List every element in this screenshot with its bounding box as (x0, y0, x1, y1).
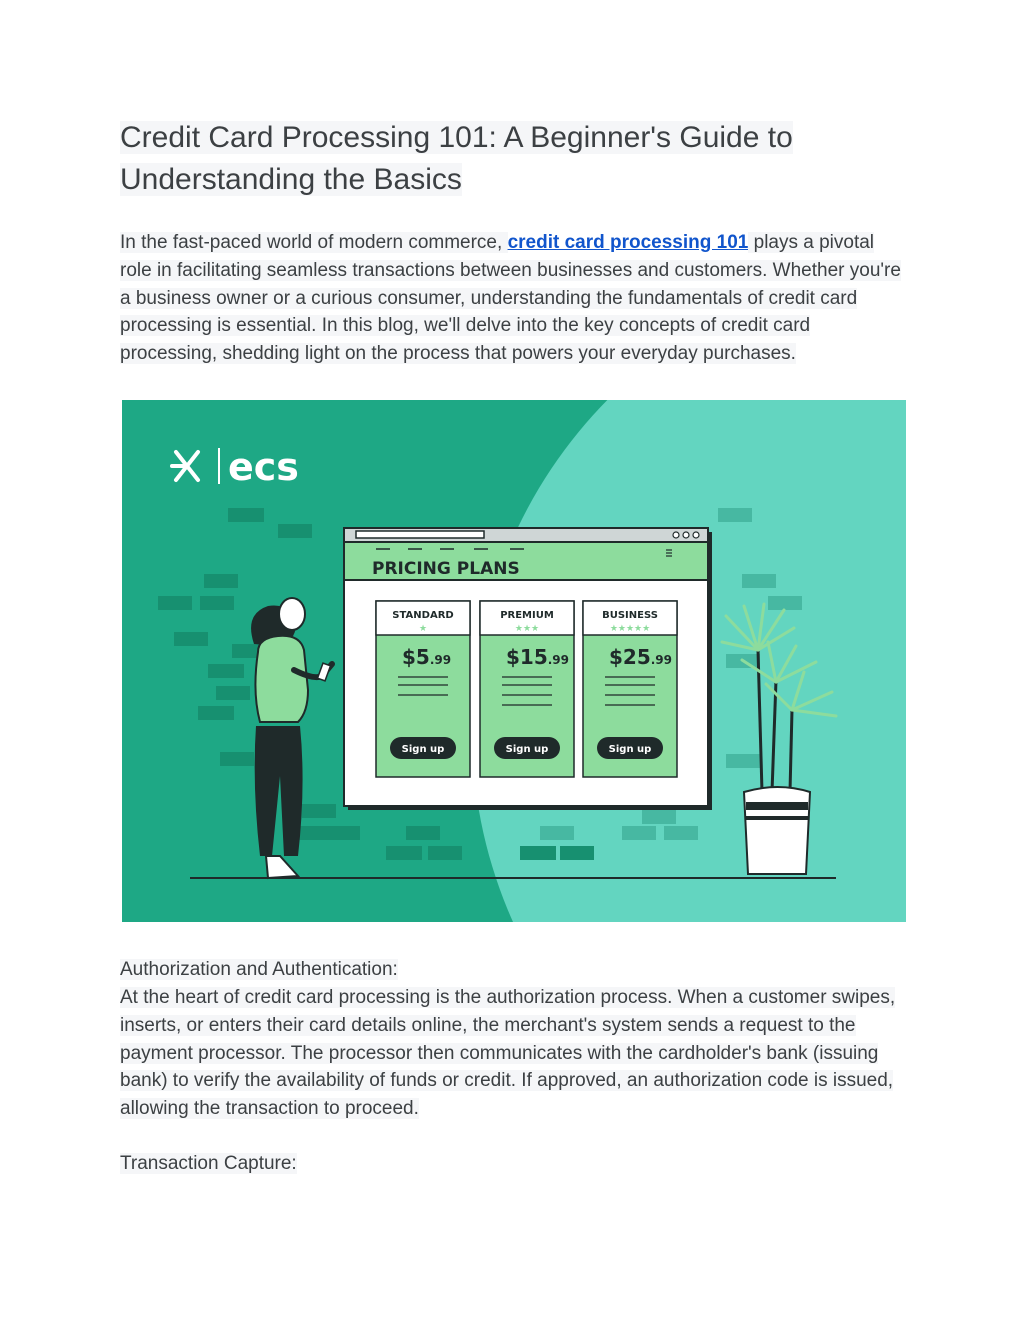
intro-paragraph: In the fast-paced world of modern commer… (120, 232, 901, 365)
woman-figure (251, 597, 335, 880)
plan-stars-icon: ★ (419, 624, 427, 634)
section-body-authorization: At the heart of credit card processing i… (120, 987, 896, 1120)
plan-signup-label: Sign up (609, 744, 652, 755)
pricing-plans-title: PRICING PLANS (372, 559, 520, 579)
plan-signup-button[interactable]: Sign up (390, 737, 456, 759)
brick-decoration (158, 508, 594, 860)
logo-mark-icon (170, 450, 200, 482)
plan-stars-icon: ★★★★★ (610, 624, 650, 634)
plant-figure (720, 602, 838, 875)
pricing-plans-illustration: ecs (122, 400, 906, 922)
article-title: Credit Card Processing 101: A Beginner's… (120, 121, 793, 196)
figures-layer (251, 597, 838, 880)
credit-card-processing-link[interactable]: credit card processing 101 (507, 232, 749, 253)
plan-name: BUSINESS (602, 610, 658, 621)
plan-signup-button[interactable]: Sign up (494, 737, 560, 759)
hamburger-menu-icon (666, 549, 672, 557)
plan-name: STANDARD (392, 610, 453, 621)
plan-name: PREMIUM (500, 610, 554, 621)
plan-signup-label: Sign up (506, 744, 549, 755)
brick-decoration-right (540, 508, 802, 840)
section-heading-transaction-capture: Transaction Capture: (120, 1153, 297, 1174)
ecs-logo: ecs (170, 445, 299, 489)
plan-signup-label: Sign up (402, 744, 445, 755)
plan-stars-icon: ★★★ (515, 624, 539, 634)
plan-signup-button[interactable]: Sign up (597, 737, 663, 759)
address-bar (355, 530, 485, 539)
section-heading-authorization: Authorization and Authentication: (120, 959, 398, 980)
logo-text: ecs (228, 445, 299, 489)
